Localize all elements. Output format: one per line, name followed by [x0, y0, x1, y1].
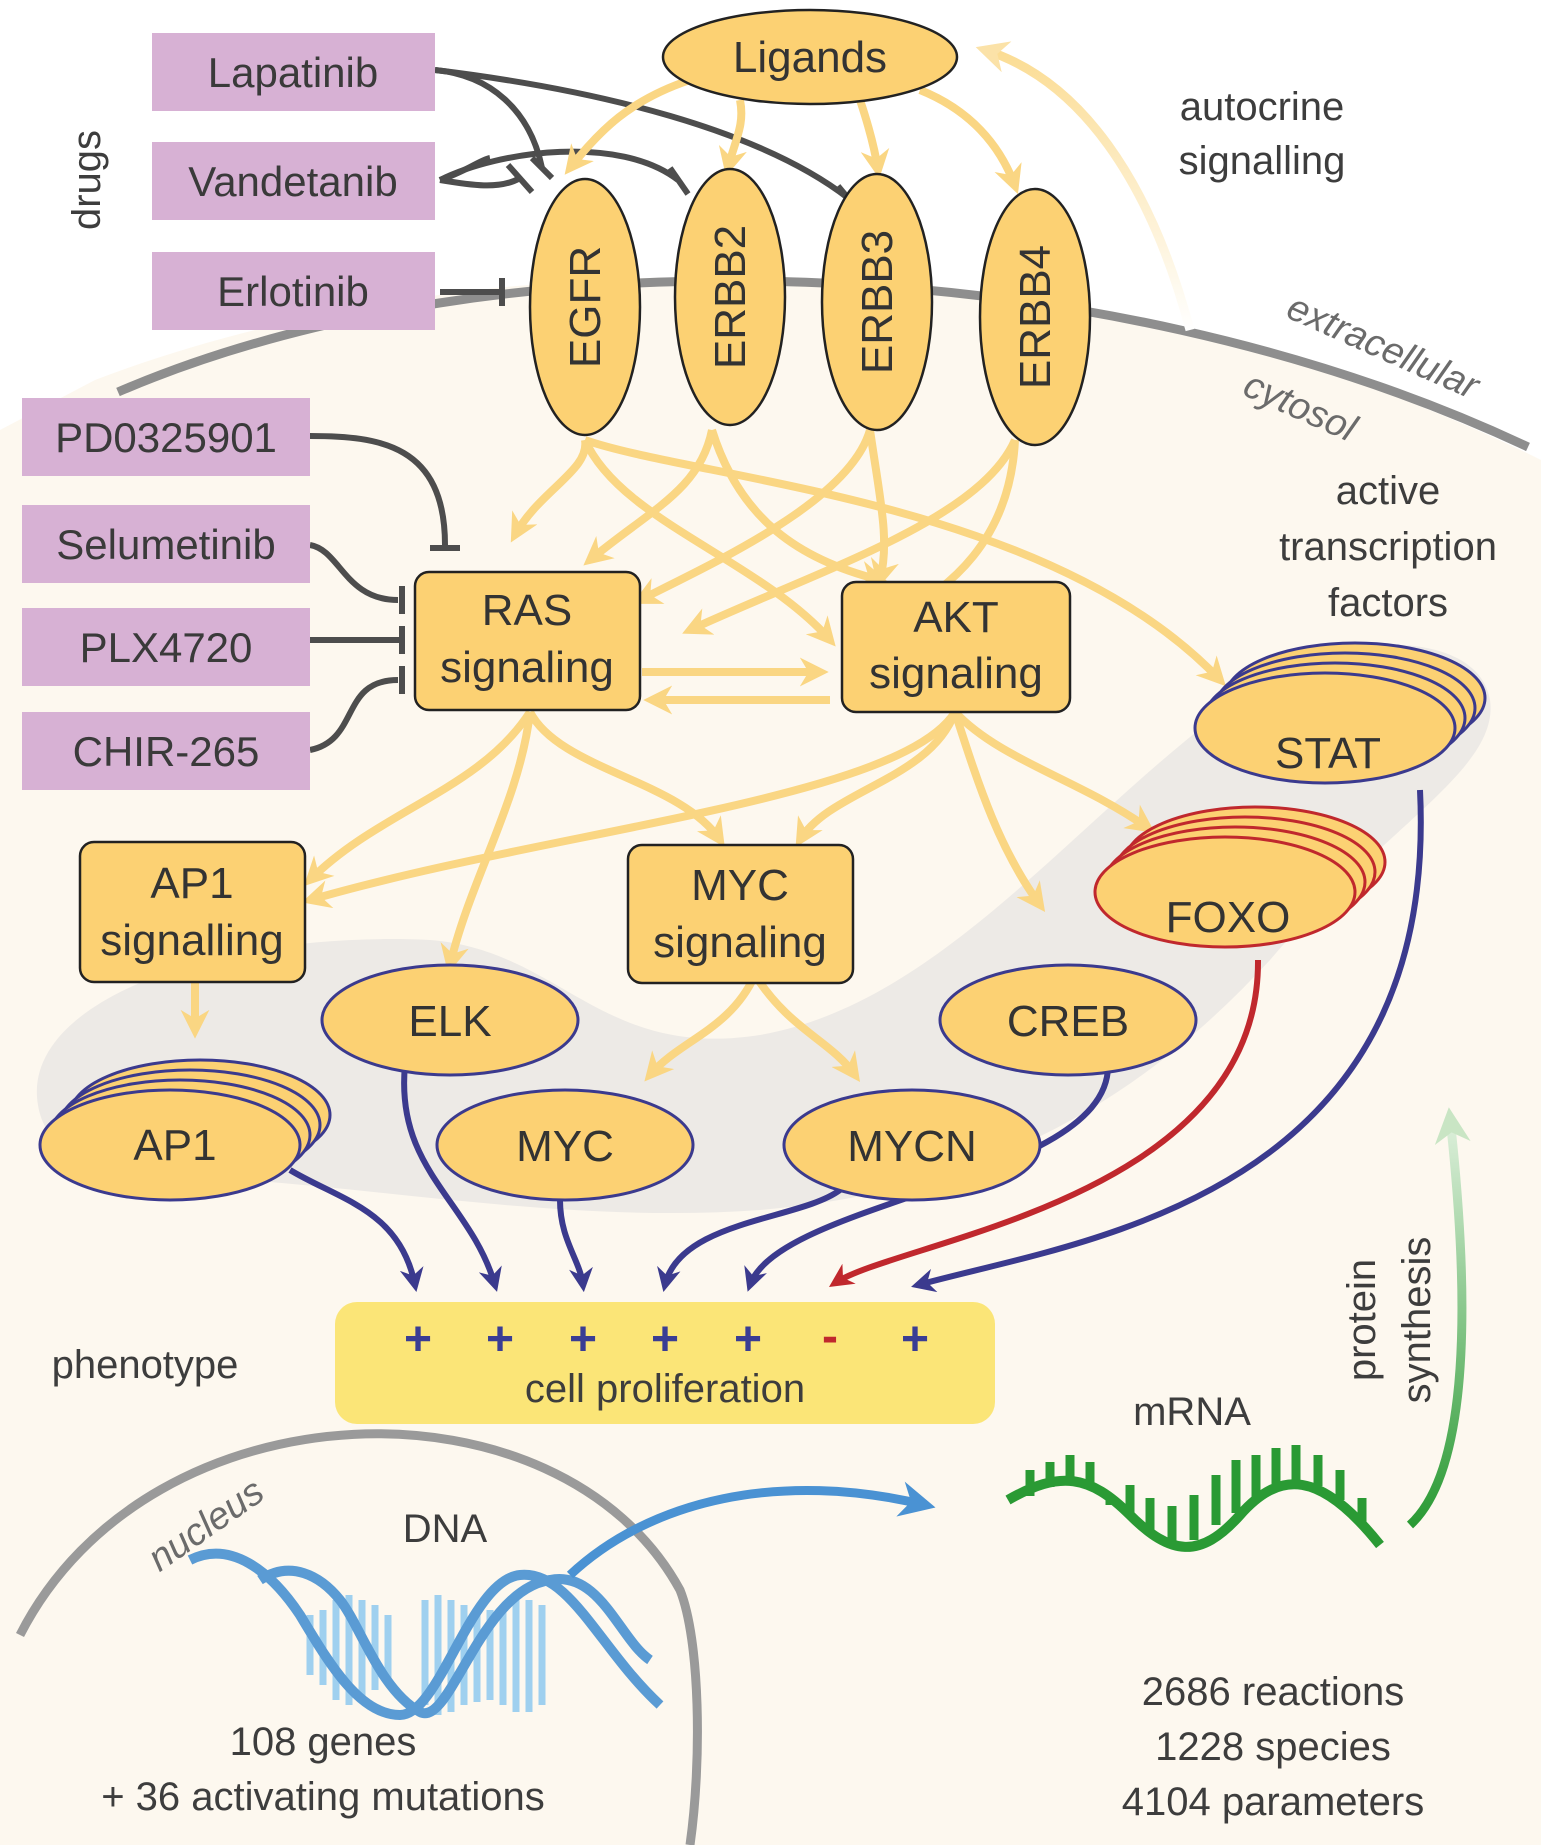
tf-mycn-label: MYCN	[847, 1122, 977, 1171]
ap1-signalling-line2: signalling	[100, 916, 283, 965]
drug-pd0325901: PD0325901	[55, 414, 277, 461]
drug-inhibition-lines	[309, 67, 861, 753]
receptor-erbb4-label: ERBB4	[1011, 245, 1060, 389]
tf-foxo-label: FOXO	[1166, 893, 1291, 942]
phenotype-sign-5: +	[734, 1313, 762, 1366]
ap1-tf-node	[38, 1058, 332, 1202]
elk-tf-node	[320, 963, 580, 1077]
ligands-node	[661, 8, 959, 106]
drug-chir-265: CHIR-265	[73, 728, 260, 775]
tf-myc-label: MYC	[516, 1122, 614, 1171]
active-tf-line1: active	[1336, 469, 1441, 513]
tf-stat-label: STAT	[1275, 729, 1381, 778]
protein-synthesis-line1: protein	[1340, 1259, 1384, 1381]
cell-proliferation-label: cell proliferation	[525, 1367, 805, 1411]
drug-erlotinib: Erlotinib	[217, 268, 369, 315]
receptor-erbb3-label: ERBB3	[853, 230, 902, 374]
active-tf-line2: transcription	[1279, 525, 1497, 569]
phenotype-sign-3: +	[569, 1313, 597, 1366]
transcription-arrow	[566, 1481, 936, 1579]
drug-vandetanib: Vandetanib	[188, 158, 397, 205]
drug-lapatinib: Lapatinib	[208, 49, 378, 96]
receptors	[528, 167, 1092, 447]
ras-signaling-line2: signaling	[440, 643, 614, 692]
phenotype-sign-1: +	[404, 1313, 432, 1366]
receptor-erbb2-label: ERBB2	[706, 225, 755, 369]
tf-elk-label: ELK	[408, 997, 491, 1046]
drug-plx4720: PLX4720	[80, 624, 253, 671]
akt-signaling-line2: signaling	[869, 649, 1043, 698]
ligand-arrows	[564, 76, 1022, 195]
stat-parameters: 4104 parameters	[1122, 1780, 1424, 1824]
phenotype-sign-7: +	[901, 1313, 929, 1366]
ras-signaling-line1: RAS	[482, 586, 572, 635]
foxo-tf-node	[1093, 805, 1387, 949]
transcription-to-phenotype-arrows	[288, 789, 1424, 1293]
ap1-signalling-node	[78, 840, 307, 984]
protein-synthesis-arrow	[1406, 1107, 1471, 1529]
stat-reactions: 2686 reactions	[1142, 1670, 1404, 1714]
mycn-tf-node	[782, 1088, 1042, 1202]
tf-ap1-label: AP1	[133, 1121, 216, 1170]
myc-tf-node	[435, 1088, 695, 1202]
dna-helix	[187, 1548, 664, 1721]
cell-membrane	[116, 276, 1530, 452]
mrna-strand	[1005, 1445, 1384, 1552]
ligands-label: Ligands	[733, 33, 887, 82]
phenotype-label: phenotype	[52, 1343, 239, 1387]
ap1-signalling-line1: AP1	[150, 859, 233, 908]
phenotype-sign-4: +	[651, 1313, 679, 1366]
protein-synthesis-line2: synthesis	[1395, 1237, 1439, 1404]
receptor-egfr	[528, 177, 642, 437]
drugs-title: drugs	[65, 130, 109, 230]
akt-signaling-node	[840, 580, 1072, 714]
receptor-egfr-label: EGFR	[561, 246, 610, 368]
drug-boxes	[22, 33, 435, 790]
myc-signaling-node	[626, 843, 855, 985]
dna-label: DNA	[403, 1507, 488, 1551]
active-tf-line3: factors	[1328, 581, 1448, 625]
tf-creb-label: CREB	[1007, 997, 1129, 1046]
cell-proliferation-bar	[335, 1302, 995, 1424]
mrna-label: mRNA	[1133, 1390, 1251, 1434]
drug-selumetinib: Selumetinib	[56, 521, 275, 568]
phenotype-sign-6: -	[822, 1310, 838, 1363]
receptor-erbb4	[978, 187, 1092, 447]
creb-tf-node	[938, 963, 1198, 1077]
nucleus-membrane	[15, 1429, 702, 1845]
receptor-erbb2	[673, 167, 787, 427]
autocrine-line1: autocrine	[1180, 85, 1345, 129]
autocrine-arrow	[975, 41, 1195, 332]
receptor-arrows	[510, 428, 1226, 715]
stat-tf-node	[1193, 641, 1487, 785]
akt-signaling-line1: AKT	[913, 593, 999, 642]
myc-signaling-line1: MYC	[691, 861, 789, 910]
myc-signaling-line2: signaling	[653, 918, 827, 967]
dna-caption-line1: 108 genes	[230, 1720, 417, 1764]
autocrine-line2: signalling	[1179, 139, 1346, 183]
dna-caption-line2: + 36 activating mutations	[101, 1775, 545, 1819]
ras-signaling-node	[413, 570, 642, 712]
downstream-arrows	[180, 709, 1156, 1083]
phenotype-sign-2: +	[486, 1313, 514, 1366]
stat-species: 1228 species	[1155, 1725, 1391, 1769]
receptor-erbb3	[820, 172, 934, 432]
